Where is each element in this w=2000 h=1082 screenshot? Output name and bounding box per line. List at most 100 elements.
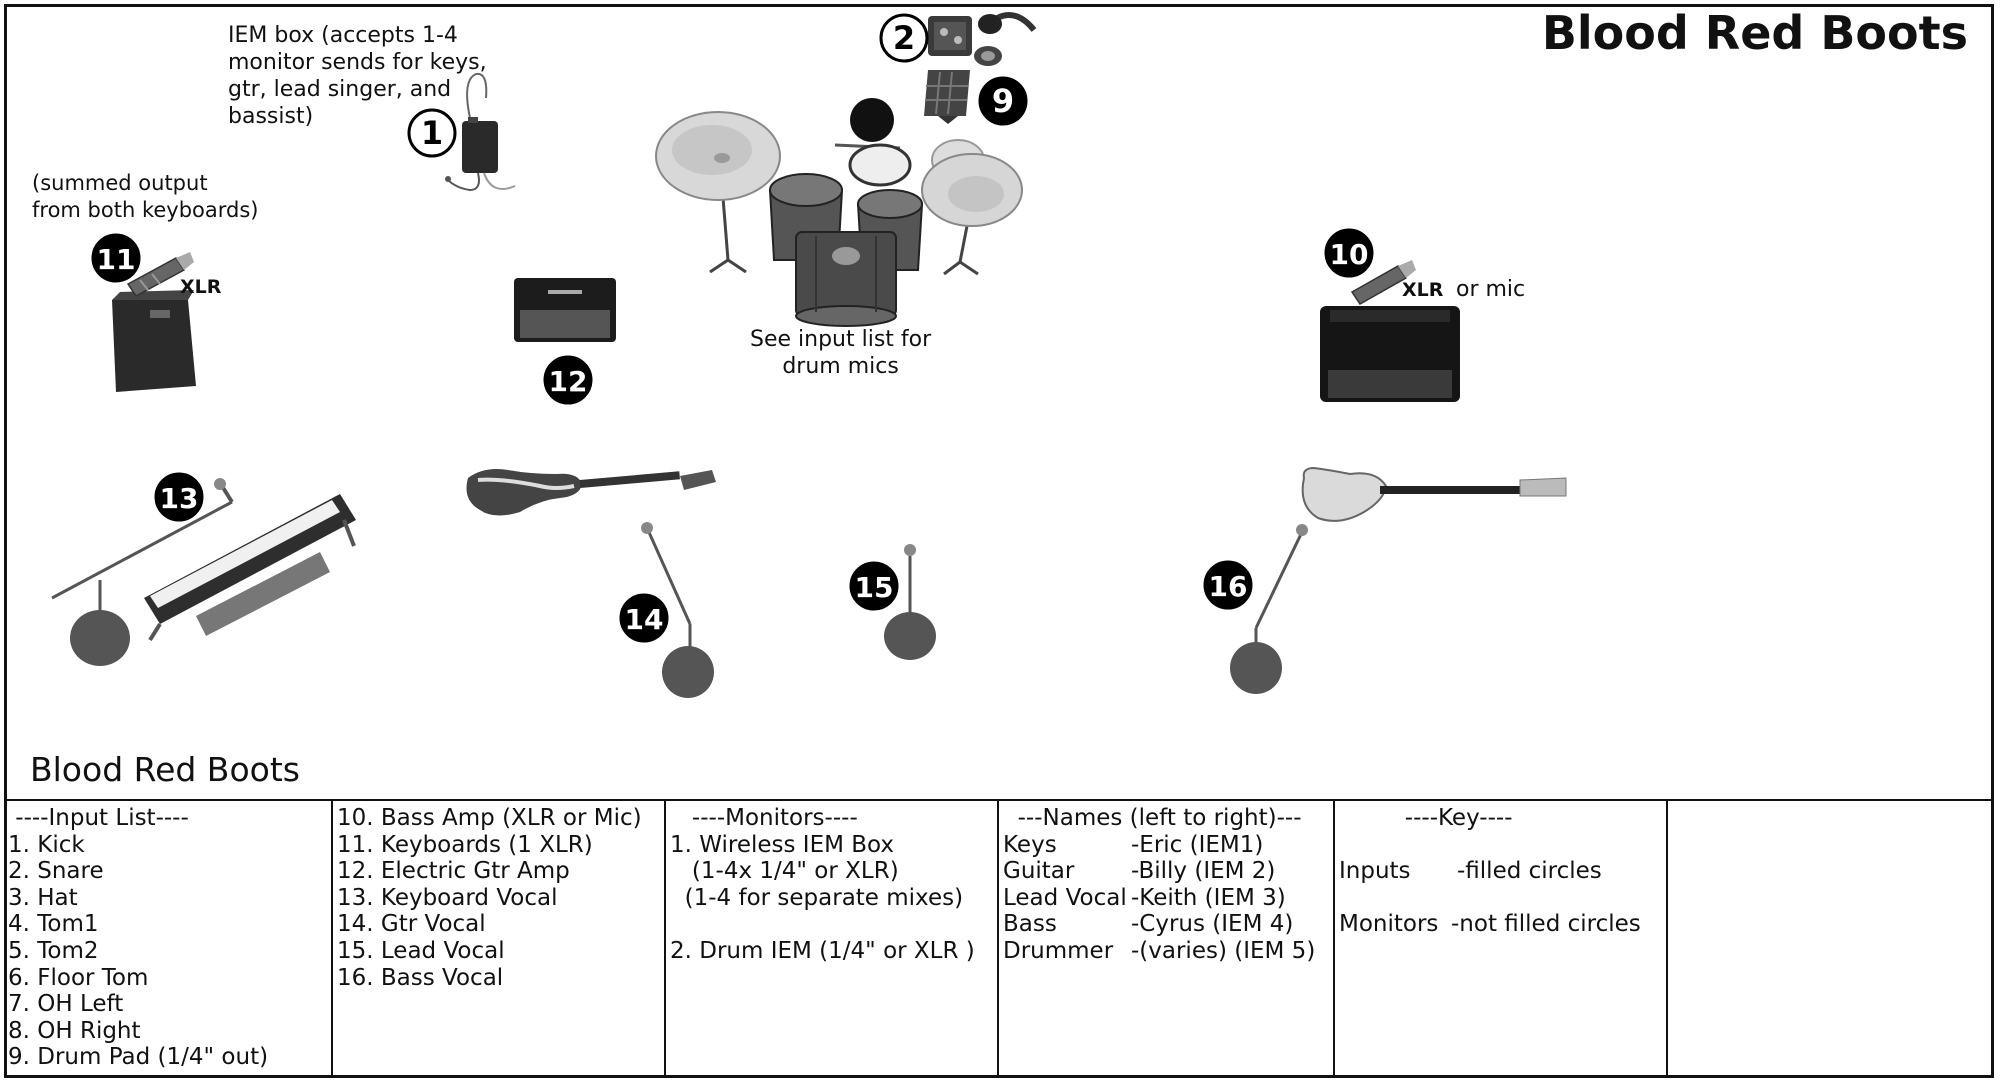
keyboard-amp-icon [112, 290, 196, 392]
iem-box-annotation: IEM box (accepts 1-4 monitor sends for k… [228, 23, 487, 129]
input-list-header: ----Input List---- [8, 805, 189, 831]
names-list-item-value: -Eric (IEM1) [1131, 831, 1264, 858]
marker-9: 9 [978, 76, 1028, 126]
drum-kit-icon [655, 98, 1023, 327]
marker-10: 10 [1324, 228, 1374, 278]
input-list-item: 7. OH Left [8, 991, 124, 1018]
keyboard-icon [144, 494, 356, 642]
marker-number: 15 [855, 571, 894, 604]
marker-circle [849, 561, 899, 611]
lead-vocal-mic-stand-icon [884, 544, 936, 660]
names-list-item-value: -Cyrus (IEM 4) [1131, 911, 1294, 938]
monitors-list-item [670, 911, 997, 938]
drum-iem-icon [928, 12, 1037, 66]
plot-subtitle: Blood Red Boots [30, 750, 300, 789]
marker-circle [619, 593, 669, 643]
names-list-item-value: -Billy (IEM 2) [1131, 858, 1276, 885]
names-list-item-label: Drummer [1003, 937, 1114, 964]
input-list-item: 6. Floor Tom [8, 964, 149, 991]
names-list-item: Lead Vocal-Keith (IEM 3) [1003, 885, 1333, 912]
bass-guitar-icon [1301, 466, 1567, 522]
xlr-label-bass: XLR [1402, 279, 1444, 301]
marker-circle [879, 13, 929, 63]
marker-circle [154, 472, 204, 522]
input-list-item: 2. Snare [8, 858, 104, 885]
summed-output-annotation: (summed output from both keyboards) [32, 171, 259, 222]
key-list-item-label: Inputs [1339, 858, 1411, 885]
drum-mics-annotation: See input list for drum mics [750, 327, 932, 379]
names-list-item: Drummer-(varies) (IEM 5) [1003, 938, 1333, 965]
marker-number: 13 [160, 482, 199, 515]
marker-circle [978, 76, 1028, 126]
key-list-item: Monitors -not filled circles [1339, 911, 1666, 938]
names-list: Keys -Eric (IEM1) Guitar -Billy (IEM 2)Lead… [1003, 832, 1333, 965]
page-title: Blood Red Boots [1541, 6, 1968, 60]
key-list-item-value: -filled circles [1457, 858, 1602, 885]
input-list-item: 12. Electric Gtr Amp [337, 858, 570, 885]
monitors-list-item: 2. Drum IEM (1/4" or XLR ) [670, 937, 975, 964]
marker-16: 16 [1203, 560, 1253, 610]
marker-1: 1 [407, 108, 457, 158]
spacer [1339, 885, 1666, 912]
input-list-item: 10. Bass Amp (XLR or Mic) [337, 805, 642, 831]
monitors-list-item: 1. Wireless IEM Box [670, 831, 895, 858]
marker-circle [1203, 560, 1253, 610]
input-list-item: 9. Drum Pad (1/4" out) [8, 1044, 269, 1071]
marker-number: 1 [421, 114, 443, 152]
monitors-list-item: (1-4x 1/4" or XLR) [670, 858, 899, 885]
names-list-item: Bass-Cyrus (IEM 4) [1003, 911, 1333, 938]
names-column: ---Names (left to right)--- Keys -Eric (I… [999, 801, 1335, 1078]
marker-number: 11 [97, 243, 136, 276]
marker-number: 2 [893, 19, 915, 57]
drum-pad-icon [924, 70, 970, 124]
input-list-column-2: 10. Bass Amp (XLR or Mic)11. Keyboards (… [333, 801, 666, 1078]
guitar-vocal-mic-stand-icon [641, 522, 714, 698]
key-list-item-label: Monitors [1339, 911, 1439, 938]
key-list-item-value: -not filled circles [1451, 911, 1641, 938]
input-list-item: 13. Keyboard Vocal [337, 884, 558, 911]
names-list-item-label: Guitar [1003, 858, 1075, 885]
monitors-column: ----Monitors---- 1. Wireless IEM Box (1-… [666, 801, 999, 1078]
input-list-item: 8. OH Right [8, 1017, 141, 1044]
monitors-list-item: (1-4 for separate mixes) [670, 884, 964, 911]
spacer [1339, 832, 1666, 859]
key-list-item: Inputs -filled circles [1339, 858, 1666, 885]
or-mic-label: or mic [1456, 277, 1526, 302]
names-header: ---Names (left to right)--- [1003, 805, 1302, 831]
electric-guitar-icon [466, 469, 716, 516]
monitors-list: 1. Wireless IEM Box (1-4x 1/4" or XLR) (… [670, 832, 997, 965]
marker-circle [91, 233, 141, 283]
input-list-item: 16. Bass Vocal [337, 964, 504, 991]
marker-number: 14 [625, 603, 664, 636]
input-list-item: 3. Hat [8, 884, 78, 911]
names-list-item-label: Lead Vocal [1003, 884, 1127, 911]
names-list-item: Guitar -Billy (IEM 2) [1003, 858, 1333, 885]
stage-plot-frame [4, 4, 1994, 1078]
xlr-connector-bass-icon [1350, 260, 1416, 305]
xlr-connector-keys-icon [126, 252, 194, 297]
names-list-item-label: Keys [1003, 831, 1057, 858]
input-list-continued: 10. Bass Amp (XLR or Mic)11. Keyboards (… [337, 805, 664, 991]
bass-vocal-mic-stand-icon [1230, 524, 1308, 694]
marker-2: 2 [879, 13, 929, 63]
xlr-label-keys: XLR [180, 276, 222, 298]
names-list-item-value: -Keith (IEM 3) [1131, 884, 1286, 911]
marker-12: 12 [543, 355, 593, 405]
marker-circle [543, 355, 593, 405]
marker-number: 12 [549, 365, 588, 398]
iem-box-icon [445, 72, 516, 192]
names-list-item: Keys -Eric (IEM1) [1003, 832, 1333, 859]
marker-circle [1324, 228, 1374, 278]
marker-13: 13 [154, 472, 204, 522]
marker-14: 14 [619, 593, 669, 643]
input-list-item: 4. Tom1 [8, 911, 99, 938]
marker-number: 10 [1330, 238, 1369, 271]
input-list-item: 14. Gtr Vocal [337, 911, 486, 938]
marker-number: 16 [1209, 570, 1248, 603]
input-list-item: 5. Tom2 [8, 937, 99, 964]
